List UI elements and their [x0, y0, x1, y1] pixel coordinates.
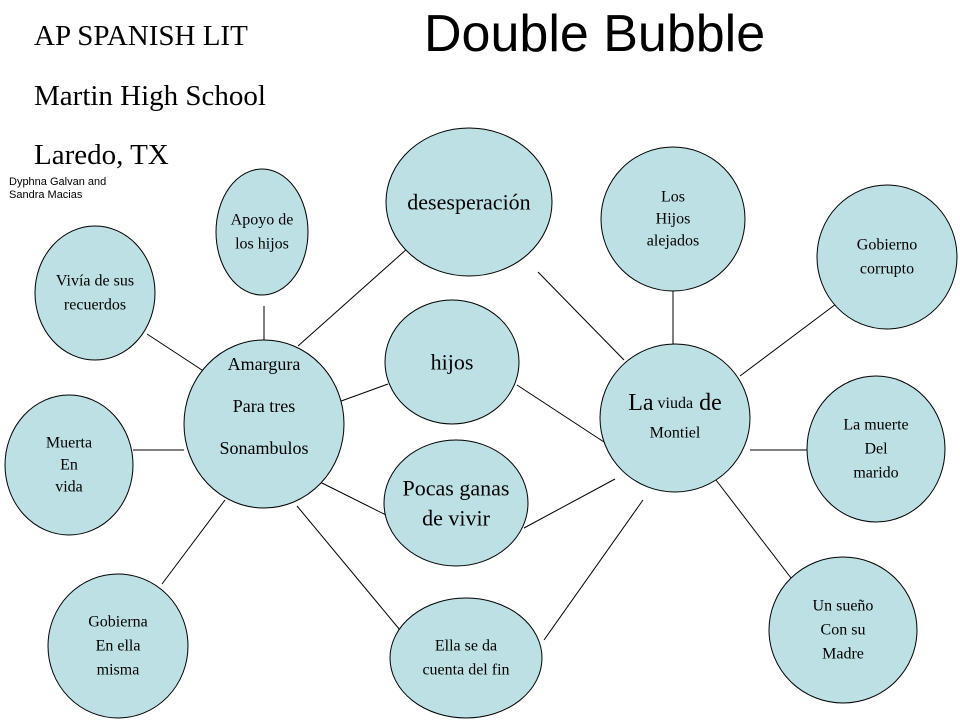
bubble-hijos: hijos: [384, 299, 520, 425]
bubble-text-apoyo-2: los hijos: [235, 236, 289, 253]
bubble-shape-ella: [389, 597, 543, 719]
bubble-text-desesperacion-1: desesperación: [407, 190, 530, 215]
bubble-apoyo: Apoyo de los hijos: [215, 168, 309, 296]
bubble-shape-hijos: [384, 299, 520, 425]
bubble-text-muerte-2: Del: [864, 441, 888, 458]
connector-line-5: [297, 247, 409, 347]
bubble-text-gobierna-2: En ella: [96, 638, 141, 655]
connector-line-8: [296, 505, 401, 631]
connector-line-6: [332, 383, 389, 405]
bubble-text-loshijos-2: Hijos: [656, 211, 691, 228]
connector-line-9: [537, 271, 625, 361]
connector-line-16: [715, 479, 792, 579]
connector-line-7: [319, 481, 389, 517]
connector-lines: [133, 247, 837, 641]
bubble-text-gobierna-1: Gobierna: [88, 614, 148, 631]
bubble-shape-apoyo: [215, 168, 309, 296]
bubble-shape-vivia: [34, 225, 156, 361]
bubble-shape-desesperacion: [385, 127, 553, 277]
connector-line-10: [516, 384, 608, 445]
bubble-desesperacion: desesperación: [385, 127, 553, 277]
bubble-text-viuda-1: La viuda de: [628, 390, 722, 416]
bubble-text-sueno-2: Con su: [821, 622, 866, 639]
bubble-text-ella-1: Ella se da: [435, 638, 497, 655]
bubble-text-gobierno-1: Gobierno: [857, 237, 917, 254]
bubble-shape-gobierno: [816, 184, 958, 330]
city-label: Laredo, TX: [34, 139, 169, 171]
bubble-shape-muerte: [806, 375, 946, 523]
bubble-ella: Ella se da cuenta del fin: [389, 597, 543, 719]
connector-line-11: [523, 478, 616, 529]
bubble-text-muerta-1: Muerta: [46, 435, 92, 452]
bubble-text-loshijos-3: alejados: [647, 233, 699, 250]
bubble-gobierno: Gobierno corrupto: [816, 184, 958, 330]
connector-line-14: [739, 303, 837, 377]
credit-line-2: Sandra Macias: [9, 189, 83, 201]
bubble-text-loshijos-1: Los: [661, 189, 685, 206]
bubble-shape-loshijos: [600, 146, 746, 292]
bubble-shape-gobierna: [47, 573, 189, 719]
bubble-text-amargura-3: Sonambulos: [219, 438, 308, 458]
credit-line-1: Dyphna Galvan and: [9, 176, 107, 188]
bubble-text-pocas-2: de vivir: [422, 506, 490, 531]
bubble-text-amargura-1: Amargura: [228, 354, 301, 374]
course-label: AP SPANISH LIT: [34, 20, 248, 52]
bubble-text-sueno-1: Un sueño: [813, 598, 874, 615]
credit-label: Dyphna Galvan and Sandra Macias: [9, 176, 106, 202]
school-label: Martin High School: [34, 80, 266, 112]
connector-line-12: [543, 499, 644, 641]
bubble-gobierna: Gobierna En ella misma: [47, 573, 189, 719]
bubble-text-muerte-3: marido: [853, 465, 898, 482]
bubble-text-muerta-3: vida: [55, 479, 83, 496]
bubble-shape-sueno: [768, 556, 918, 704]
bubble-text-gobierno-2: corrupto: [860, 261, 914, 278]
diagram-title: Double Bubble: [424, 5, 766, 63]
bubble-text-viuda-2: Montiel: [650, 425, 701, 442]
bubble-text-muerta-2: En: [60, 457, 78, 474]
bubble-text-sueno-3: Madre: [822, 646, 864, 663]
bubble-text-hijos-1: hijos: [431, 350, 474, 375]
connector-line-2: [146, 333, 206, 373]
bubble-text-ella-2: cuenta del fin: [422, 662, 509, 679]
bubble-shape-pocas: [383, 439, 529, 567]
bubble-text-amargura-2: Para tres: [233, 396, 295, 416]
bubble-shape-muerta: [4, 394, 134, 536]
bubble-viuda: La viuda de Montiel: [599, 343, 751, 493]
bubble-text-pocas-1: Pocas ganas: [403, 476, 510, 501]
bubble-pocas: Pocas ganas de vivir: [383, 439, 529, 567]
bubble-shape-amargura: [183, 339, 345, 509]
bubble-text-vivia-1: Vivía de sus: [56, 273, 134, 290]
bubble-text-apoyo-1: Apoyo de: [231, 212, 294, 229]
bubble-text-muerte-1: La muerte: [843, 417, 908, 434]
bubble-vivia: Vivía de sus recuerdos: [34, 225, 156, 361]
bubble-text-gobierna-3: misma: [97, 662, 140, 679]
connector-line-4: [161, 499, 226, 585]
bubble-shape-viuda: [599, 343, 751, 493]
bubble-text-vivia-2: recuerdos: [64, 297, 126, 314]
